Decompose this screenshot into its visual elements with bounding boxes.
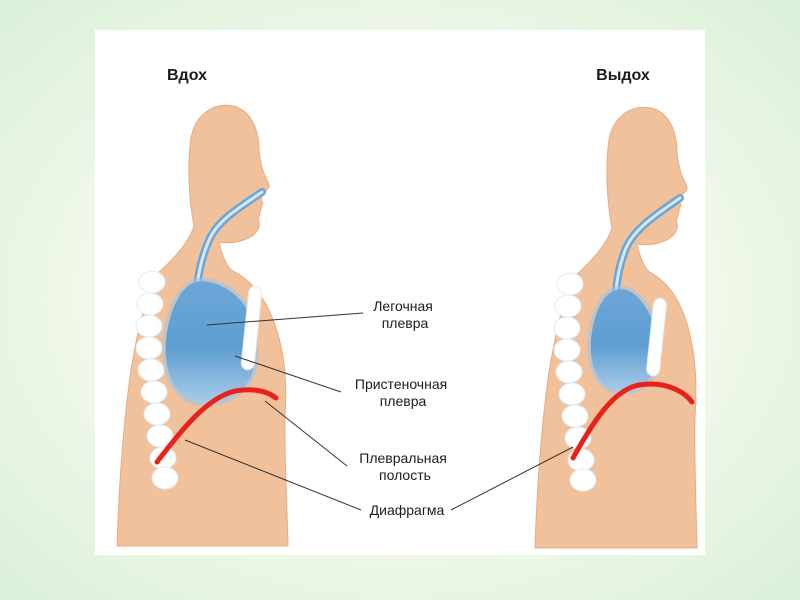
title-inhalation: Вдох	[167, 67, 207, 84]
left-diaphragm-curve	[154, 387, 279, 465]
figure-inhalation	[116, 104, 289, 547]
left-trachea-inner	[195, 190, 264, 288]
left-spine-icon	[135, 270, 179, 490]
diagram-card: Вдох Выдох Легочная плевра Пристеночная …	[95, 30, 705, 555]
leader-parietal-pleura	[234, 355, 342, 393]
figure-exhalation	[534, 106, 698, 549]
label-pulmonary-pleura: Легочная плевра	[373, 298, 437, 331]
label-pleural-cavity: Плевральная полость	[359, 450, 450, 483]
right-diaphragm-curve	[570, 381, 695, 461]
right-rib-icon	[646, 297, 667, 377]
breathing-diagram: Вдох Выдох Легочная плевра Пристеночная …	[116, 67, 698, 549]
right-spine-icon	[553, 272, 597, 492]
label-diaphragm: Диафрагма	[370, 502, 445, 518]
leader-diaphragm-right	[450, 446, 574, 511]
right-lung	[590, 289, 658, 392]
leader-pulmonary-pleura	[206, 312, 364, 326]
title-exhalation: Выдох	[596, 67, 650, 84]
left-rib-icon	[240, 285, 263, 371]
page-background: { "diagram": { "title_left": "Вдох", "ti…	[0, 30, 800, 600]
leader-diaphragm-left	[184, 439, 362, 511]
left-lung	[165, 281, 256, 403]
right-trachea-inner	[614, 196, 682, 294]
leader-pleural-cavity	[264, 400, 348, 467]
label-parietal-pleura: Пристеночная плевра	[355, 376, 451, 409]
